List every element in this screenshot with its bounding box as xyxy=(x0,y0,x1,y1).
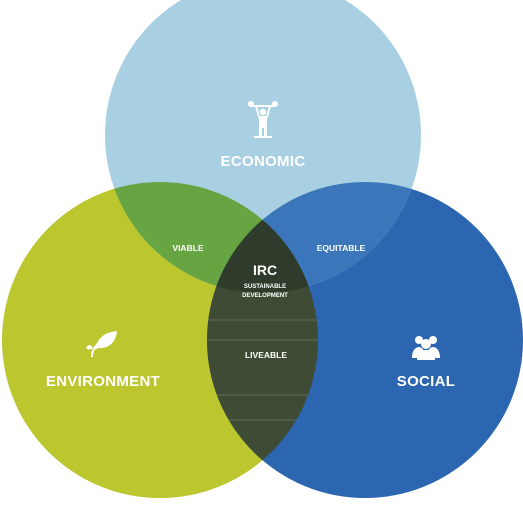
equitable-label: EQUITABLE xyxy=(317,243,366,253)
viable-label: VIABLE xyxy=(172,243,204,253)
environment-label: ENVIRONMENT xyxy=(46,373,160,390)
center-title: IRC xyxy=(253,262,277,278)
economic-label: ECONOMIC xyxy=(221,153,306,170)
center-overlap xyxy=(207,182,318,293)
people-group-icon xyxy=(412,336,440,360)
center-subtitle-line2: DEVELOPMENT xyxy=(242,293,288,299)
leaf-icon xyxy=(86,331,117,358)
center-subtitle-line1: SUSTAINABLE xyxy=(244,284,286,290)
liveable-label: LIVEABLE xyxy=(245,350,287,360)
person-lifting-icon xyxy=(248,101,278,138)
social-label: SOCIAL xyxy=(397,373,455,390)
